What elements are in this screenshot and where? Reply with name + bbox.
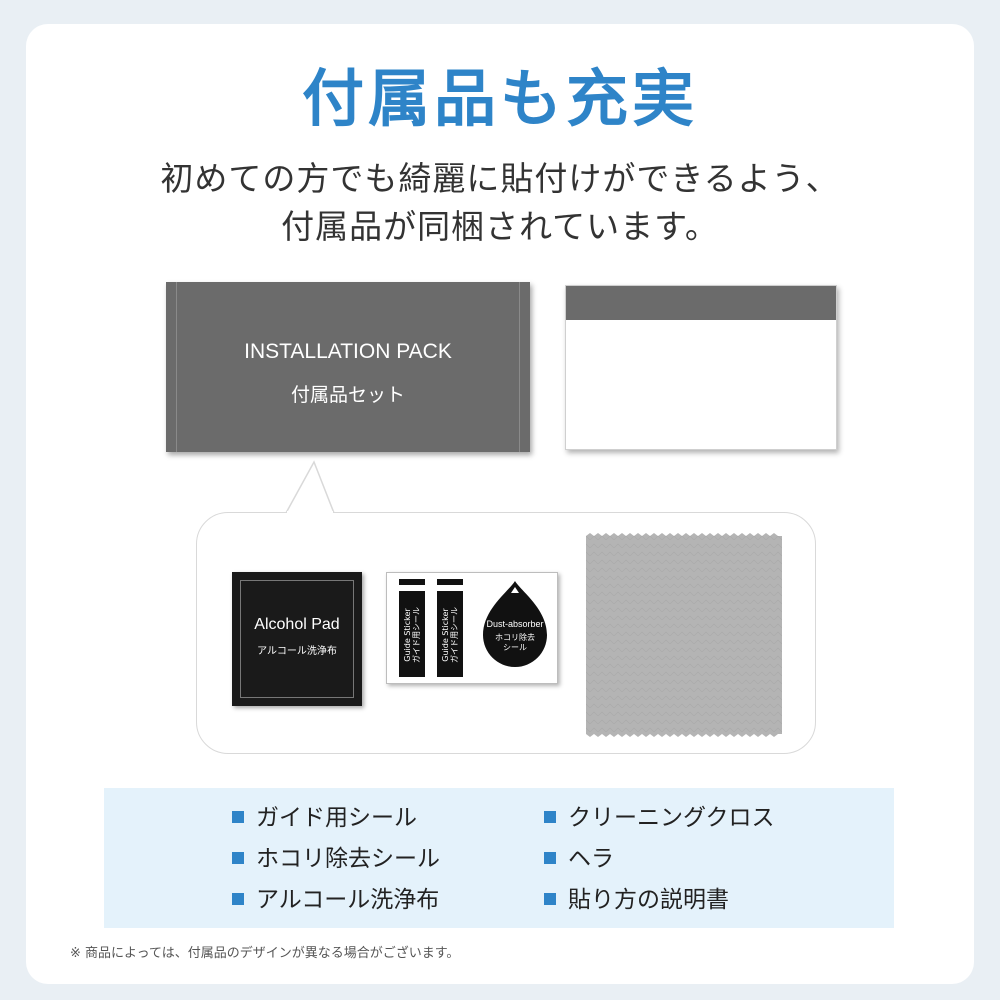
alcohol-pad-title: Alcohol Pad [254, 616, 340, 633]
dust-absorber-subtitle: ホコリ除去 シール [479, 633, 551, 653]
guide-sticker-2-title: Guide Sticker [441, 608, 450, 662]
footnote: ※ 商品によっては、付属品のデザインが異なる場合がございます。 [70, 946, 460, 961]
bullet-square-icon [232, 851, 244, 864]
list-item-label: クリーニングクロス [568, 805, 775, 831]
page-title: 付属品も充実 [301, 62, 698, 135]
alcohol-pad-border [240, 580, 354, 698]
dust-absorber-subtitle-line-2: シール [503, 643, 527, 652]
guide-sticker-2: Guide Sticker ガイド用シール [437, 579, 463, 677]
alcohol-pad-image: Alcohol Pad アルコール洗浄布 [232, 572, 362, 706]
bullet-square-icon [544, 810, 556, 823]
dust-absorber-sticker [483, 581, 547, 667]
guide-sticker-2-label: Guide Sticker ガイド用シール [441, 607, 459, 663]
list-item-guide-sticker: ガイド用シール [232, 803, 417, 833]
guide-sticker-1: Guide Sticker ガイド用シール [399, 579, 425, 677]
bullet-square-icon [544, 892, 556, 905]
list-item-label: ヘラ [568, 846, 614, 872]
subtitle-line-2: 付属品が同梱されています。 [281, 207, 719, 246]
list-item-label: アルコール洗浄布 [256, 887, 440, 913]
bullet-square-icon [544, 851, 556, 864]
list-item-instructions: 貼り方の説明書 [544, 885, 729, 915]
guide-sticker-tab-gap [399, 585, 425, 591]
list-item-spatula: ヘラ [544, 844, 614, 874]
dust-absorber-subtitle-line-1: ホコリ除去 [495, 633, 535, 642]
pack-title: INSTALLATION PACK [244, 340, 452, 363]
guide-sticker-1-label: Guide Sticker ガイド用シール [403, 607, 421, 663]
list-item-dust-sticker: ホコリ除去シール [232, 844, 440, 874]
subtitle-line-1: 初めての方でも綺麗に貼付けができるよう、 [160, 159, 840, 198]
list-item-label: ホコリ除去シール [256, 846, 440, 872]
guide-sticker-2-subtitle: ガイド用シール [450, 607, 459, 663]
list-item-label: 貼り方の説明書 [568, 887, 729, 913]
guide-sticker-1-subtitle: ガイド用シール [412, 607, 421, 663]
cleaning-cloth-image [586, 533, 782, 737]
manual-header-band [566, 286, 836, 320]
bullet-square-icon [232, 810, 244, 823]
accessory-list [104, 788, 894, 928]
instruction-manual-image [565, 285, 837, 450]
alcohol-pad-subtitle: アルコール洗浄布 [257, 646, 337, 657]
guide-sticker-tab-gap [437, 585, 463, 591]
list-item-cleaning-cloth: クリーニングクロス [544, 803, 775, 833]
guide-sticker-1-title: Guide Sticker [403, 608, 412, 662]
bullet-square-icon [232, 892, 244, 905]
dust-absorber-title: Dust-absorber [486, 619, 544, 629]
sticker-sheet-image: Guide Sticker ガイド用シール Guide Sticker ガイド用… [386, 572, 558, 684]
pack-subtitle: 付属品セット [290, 384, 405, 406]
installation-pack-image: INSTALLATION PACK 付属品セット [166, 282, 530, 452]
list-item-alcohol-pad: アルコール洗浄布 [232, 885, 439, 915]
list-item-label: ガイド用シール [256, 805, 417, 831]
